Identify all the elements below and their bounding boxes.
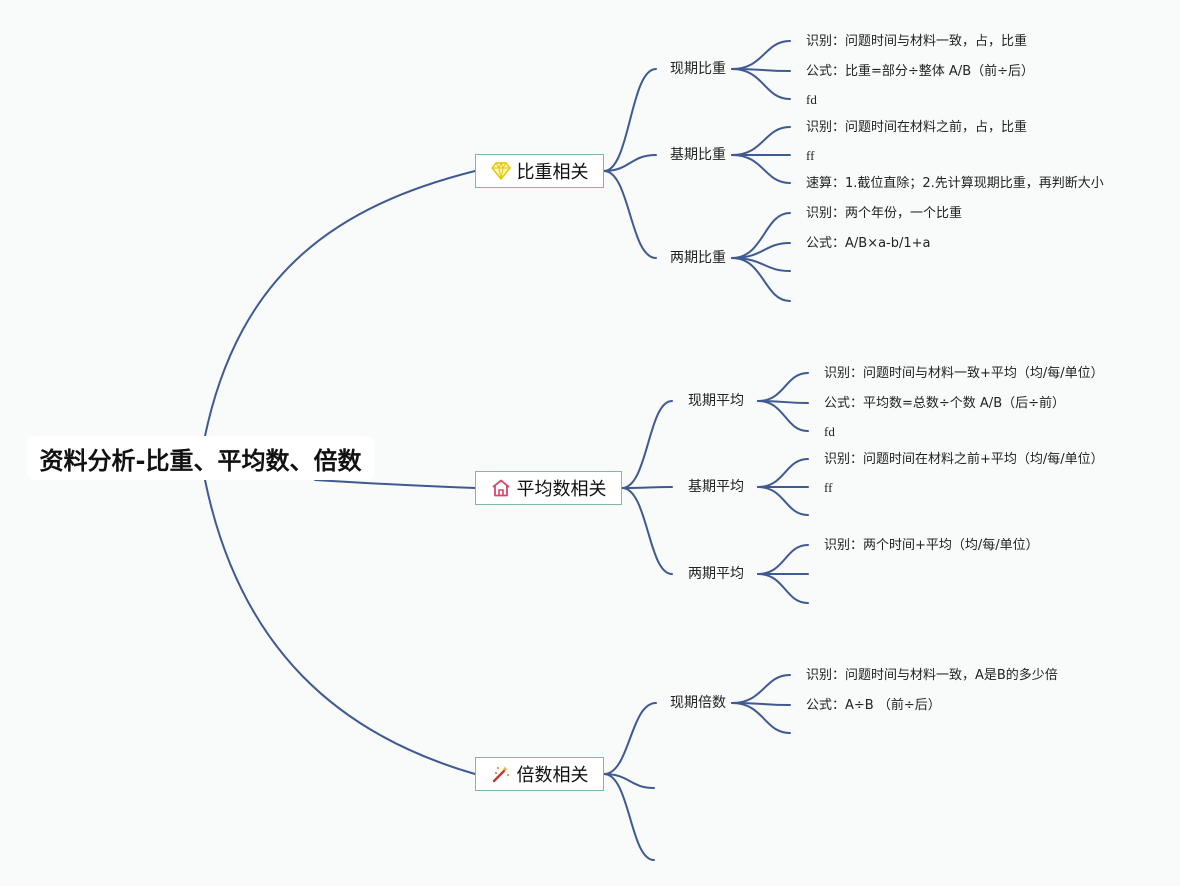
- diamond-icon: [490, 161, 511, 181]
- leaf-quick-calc[interactable]: 速算：1.截位直除；2.先计算现期比重，再判断大小: [806, 176, 1104, 191]
- sub-topic-two-period-average[interactable]: 两期平均: [688, 566, 744, 582]
- leaf-note[interactable]: ff: [806, 148, 815, 163]
- leaf-identify[interactable]: 识别：问题时间在材料之前+平均（均/每/单位）: [824, 452, 1104, 467]
- leaf-identify[interactable]: 识别：问题时间与材料一致，占，比重: [806, 34, 1028, 49]
- leaf-identify[interactable]: 识别：问题时间与材料一致+平均（均/每/单位）: [824, 366, 1104, 381]
- root-title: 资料分析-比重、平均数、倍数: [39, 446, 362, 475]
- sub-topic-two-period-proportion[interactable]: 两期比重: [670, 250, 726, 266]
- leaf-note[interactable]: fd: [824, 424, 835, 439]
- leaf-identify[interactable]: 识别：两个年份，一个比重: [806, 206, 963, 221]
- leaf-formula[interactable]: 公式：A÷B （前÷后）: [806, 698, 941, 713]
- leaf-note[interactable]: ff: [824, 480, 833, 495]
- leaf-formula[interactable]: 公式：A/B×a-b/1+a: [806, 236, 931, 251]
- leaf-formula[interactable]: 公式：比重=部分÷整体 A/B（前÷后）: [806, 64, 1035, 79]
- main-topic-average[interactable]: 平均数相关: [475, 471, 622, 505]
- sub-topic-current-average[interactable]: 现期平均: [688, 393, 744, 409]
- leaf-note[interactable]: fd: [806, 92, 817, 107]
- sub-topic-base-average[interactable]: 基期平均: [688, 479, 744, 495]
- sub-topic-current-multiple[interactable]: 现期倍数: [670, 695, 726, 711]
- sub-topic-current-proportion[interactable]: 现期比重: [670, 61, 726, 77]
- main-topic-multiple[interactable]: 倍数相关: [475, 757, 604, 791]
- main-topic-label: 比重相关: [516, 162, 589, 183]
- leaf-formula[interactable]: 公式：平均数=总数÷个数 A/B（后÷前）: [824, 396, 1066, 411]
- main-topic-label: 倍数相关: [516, 765, 589, 786]
- magic-wand-icon: [491, 764, 511, 784]
- leaf-identify[interactable]: 识别：问题时间在材料之前，占，比重: [806, 120, 1028, 135]
- leaf-identify[interactable]: 识别：两个时间+平均（均/每/单位）: [824, 538, 1039, 553]
- sub-topic-base-proportion[interactable]: 基期比重: [670, 147, 726, 163]
- main-topic-label: 平均数相关: [516, 479, 607, 500]
- leaf-identify[interactable]: 识别：问题时间与材料一致，A是B的多少倍: [806, 668, 1058, 683]
- house-icon: [491, 478, 511, 498]
- root-topic[interactable]: 资料分析-比重、平均数、倍数: [27, 436, 374, 480]
- main-topic-proportion[interactable]: 比重相关: [475, 154, 604, 188]
